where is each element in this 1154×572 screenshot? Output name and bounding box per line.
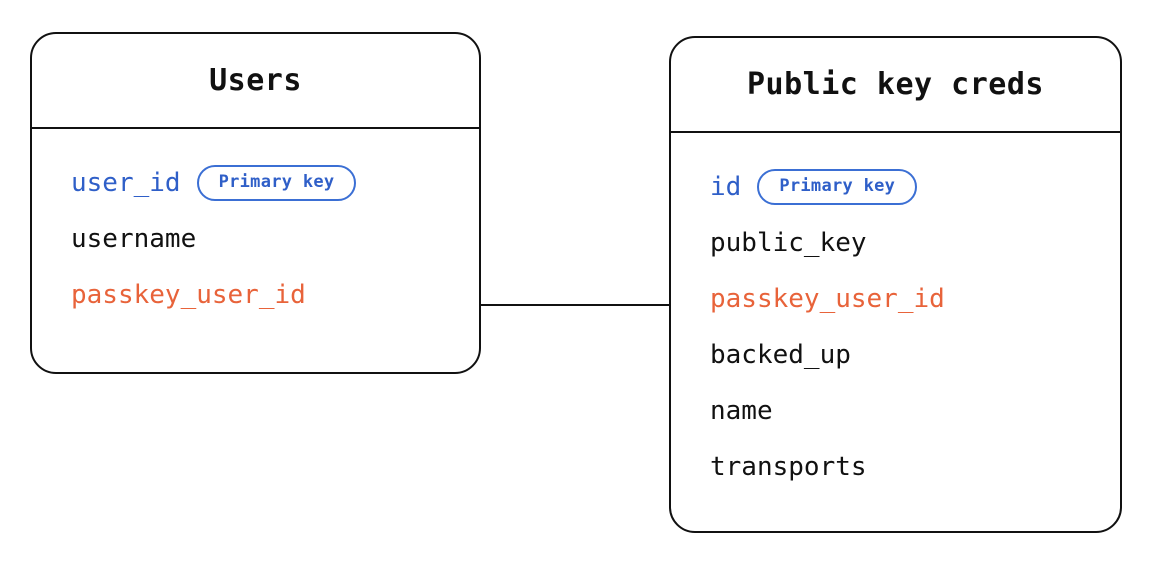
field-name-passkey-user-id: passkey_user_id [71, 280, 306, 310]
entity-title-users: Users [209, 62, 302, 98]
entity-card-users[interactable]: Users user_id Primary key username passk… [30, 32, 481, 374]
field-name-public-key: public_key [710, 228, 867, 258]
field-row-id[interactable]: id Primary key [671, 159, 1120, 215]
entity-field-list-users: user_id Primary key username passkey_use… [32, 129, 479, 323]
field-name-backed-up: backed_up [710, 340, 851, 370]
field-row-name[interactable]: name [671, 383, 1120, 439]
relationship-connector-passkey-user-id [481, 304, 669, 306]
field-row-passkey-user-id[interactable]: passkey_user_id [32, 267, 479, 323]
field-row-public-key[interactable]: public_key [671, 215, 1120, 271]
field-row-user-id[interactable]: user_id Primary key [32, 155, 479, 211]
field-row-transports[interactable]: transports [671, 439, 1120, 495]
entity-title-public-key-creds: Public key creds [747, 66, 1044, 102]
entity-header-public-key-creds: Public key creds [671, 38, 1120, 133]
field-name-user-id: user_id [71, 168, 181, 198]
field-row-passkey-user-id[interactable]: passkey_user_id [671, 271, 1120, 327]
primary-key-badge: Primary key [196, 165, 357, 201]
field-name-username: username [71, 224, 197, 254]
primary-key-badge: Primary key [757, 169, 918, 205]
field-name-id: id [710, 172, 742, 202]
field-name-name: name [710, 396, 773, 426]
field-row-backed-up[interactable]: backed_up [671, 327, 1120, 383]
field-row-username[interactable]: username [32, 211, 479, 267]
field-name-passkey-user-id: passkey_user_id [710, 284, 945, 314]
entity-card-public-key-creds[interactable]: Public key creds id Primary key public_k… [669, 36, 1122, 533]
entity-field-list-public-key-creds: id Primary key public_key passkey_user_i… [671, 133, 1120, 495]
field-name-transports: transports [710, 452, 867, 482]
entity-header-users: Users [32, 34, 479, 129]
